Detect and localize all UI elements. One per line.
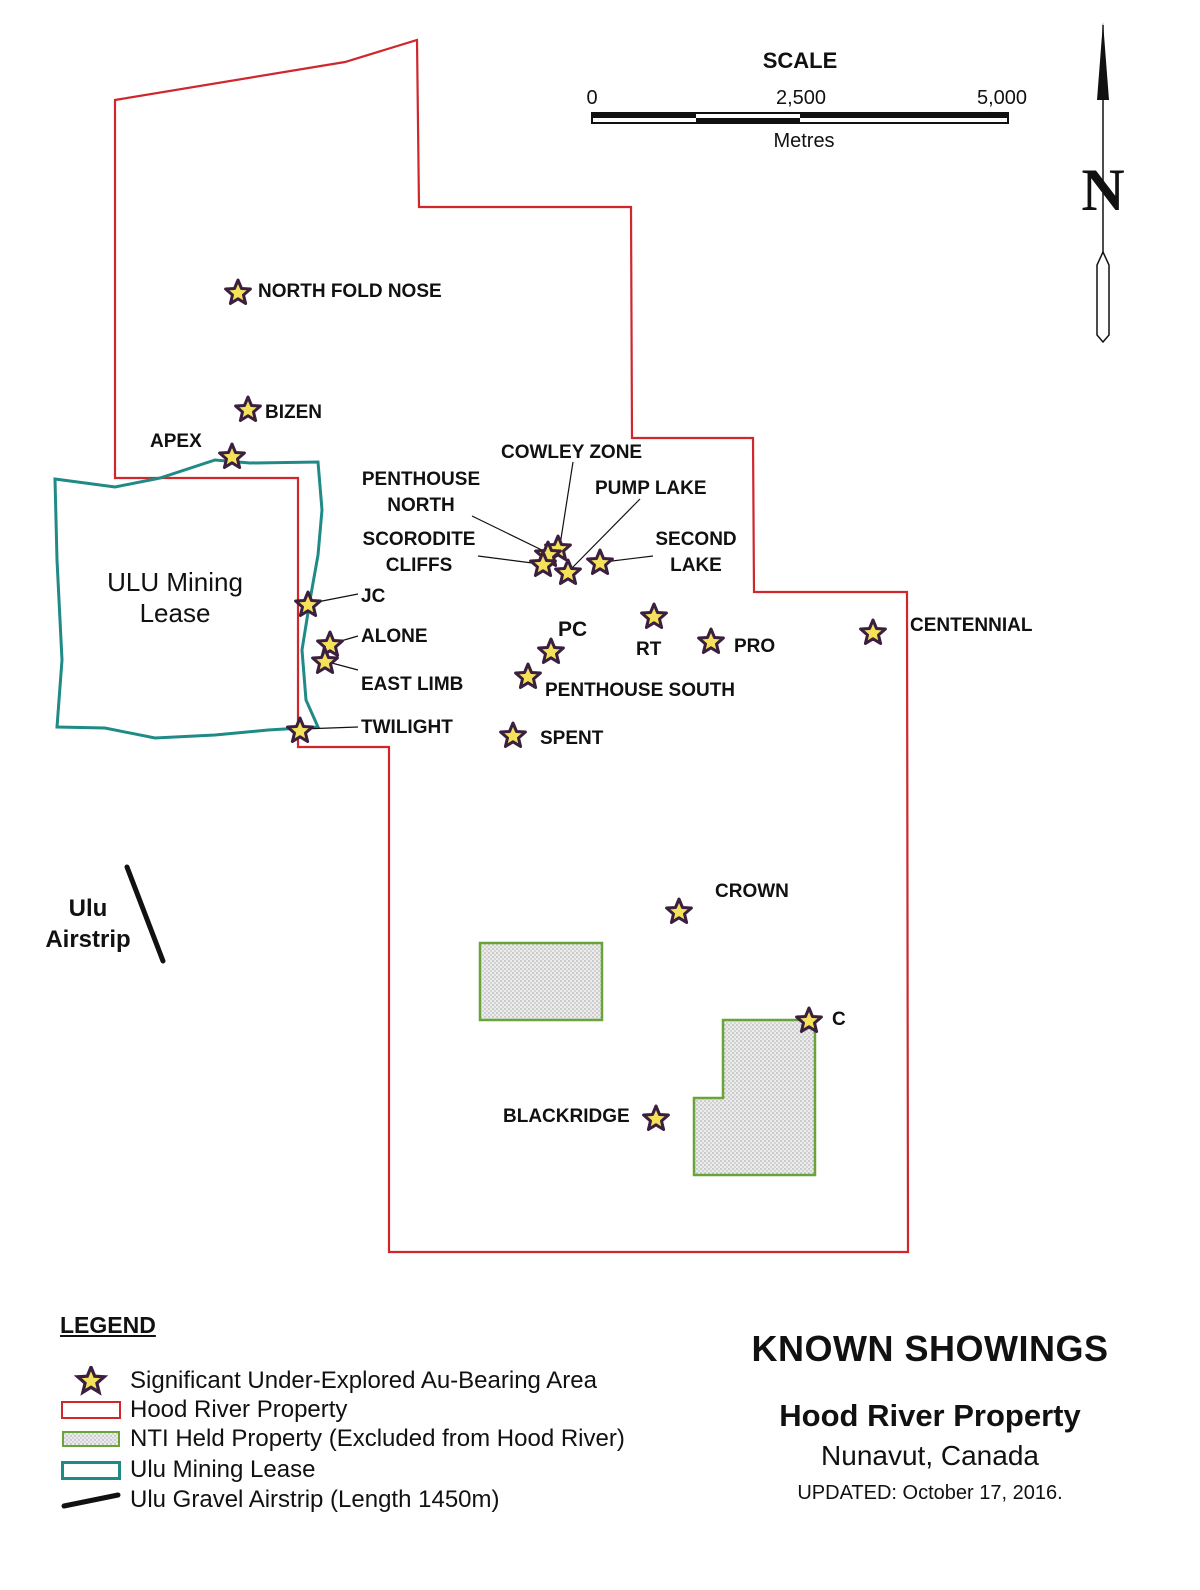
green-stippled-box-icon <box>60 1428 122 1450</box>
legend-label-ulu-lease: Ulu Mining Lease <box>130 1456 316 1483</box>
label-jc: JC <box>361 586 386 607</box>
label-bizen: BIZEN <box>265 402 322 423</box>
teal-outline-box-icon <box>60 1459 122 1481</box>
scale-title: SCALE <box>763 48 838 73</box>
map-title: KNOWN SHOWINGS <box>751 1328 1109 1369</box>
legend-item-airstrip: Ulu Gravel Airstrip (Length 1450m) <box>60 1485 500 1515</box>
airstrip-label-line2: Airstrip <box>45 926 130 953</box>
star-icon-scorodite-cliffs <box>529 550 557 577</box>
scale-tick-5000: 5,000 <box>977 87 1027 109</box>
ulu-mining-lease-boundary <box>53 458 324 740</box>
label-apex: APEX <box>150 431 202 452</box>
star-icon-rt <box>640 602 668 629</box>
label-pump-lake: PUMP LAKE <box>595 478 707 499</box>
title-block: KNOWN SHOWINGS Hood River Property Nunav… <box>720 1328 1140 1505</box>
red-outline-box-icon <box>60 1399 122 1421</box>
lease-label-line2: Lease <box>140 598 211 628</box>
legend-label-hood-river: Hood River Property <box>130 1396 348 1423</box>
star-icon-pump-lake <box>554 558 582 585</box>
label-rt: RT <box>636 639 662 660</box>
legend-label-airstrip: Ulu Gravel Airstrip (Length 1450m) <box>130 1486 500 1513</box>
hood-river-boundary <box>113 38 910 1254</box>
label-cowley-zone: COWLEY ZONE <box>501 442 642 463</box>
legend-item-showing: Significant Under-Explored Au-Bearing Ar… <box>60 1366 597 1396</box>
legend-label-showing: Significant Under-Explored Au-Bearing Ar… <box>130 1367 597 1394</box>
star-icon-bizen <box>234 395 262 422</box>
star-icon-second-lake <box>586 548 614 575</box>
star-icon-jc <box>294 590 322 617</box>
legend-item-ulu-lease: Ulu Mining Lease <box>60 1455 315 1485</box>
star-icon-twilight <box>286 716 314 743</box>
scale-bar: SCALE 0 2,500 5,000 Metres <box>586 48 1027 152</box>
nti-parcel-west <box>478 941 604 1022</box>
legend-title: LEGEND <box>60 1312 156 1338</box>
label-second-lake-1: SECOND <box>655 529 736 550</box>
showing-stars <box>218 278 887 1131</box>
star-icon-centennial <box>859 618 887 645</box>
star-icon-alone <box>316 630 344 657</box>
legend-item-hood-river: Hood River Property <box>60 1395 347 1425</box>
black-line-icon <box>60 1489 122 1511</box>
scale-tick-0: 0 <box>586 87 597 109</box>
showing-labels: NORTH FOLD NOSE BIZEN APEX COWLEY ZONE P… <box>150 281 1033 1127</box>
map-location: Nunavut, Canada <box>821 1440 1039 1471</box>
scale-unit: Metres <box>773 130 834 152</box>
label-penthouse-south: PENTHOUSE SOUTH <box>545 680 735 701</box>
map-canvas: ULU Mining Lease Ulu Airstrip SCALE 0 2,… <box>45 22 1125 1254</box>
label-spent: SPENT <box>540 728 604 749</box>
label-twilight: TWILIGHT <box>361 717 453 738</box>
scale-tick-2500: 2,500 <box>776 87 826 109</box>
label-penthouse-north-2: NORTH <box>387 495 455 516</box>
label-blackridge: BLACKRIDGE <box>503 1106 630 1127</box>
label-pro: PRO <box>734 636 775 657</box>
label-pc: PC <box>558 618 587 641</box>
airstrip-label-line1: Ulu <box>69 895 108 922</box>
label-centennial: CENTENNIAL <box>910 615 1033 636</box>
star-icon-pc <box>537 637 565 664</box>
north-letter: N <box>1081 157 1124 223</box>
star-icon-apex <box>218 442 246 469</box>
star-icon-spent <box>499 721 527 748</box>
nti-parcel-east <box>692 1018 817 1177</box>
map-updated: UPDATED: October 17, 2016. <box>797 1482 1063 1504</box>
star-icon <box>60 1366 122 1396</box>
map-subtitle: Hood River Property <box>779 1398 1081 1433</box>
label-second-lake-2: LAKE <box>670 555 722 576</box>
north-arrow: N <box>1081 22 1125 344</box>
label-scorodite-cliffs-2: CLIFFS <box>386 555 453 576</box>
star-icon-crown <box>665 897 693 924</box>
label-c: C <box>832 1009 846 1030</box>
label-north-fold-nose: NORTH FOLD NOSE <box>258 281 442 302</box>
lease-label-line1: ULU Mining <box>107 567 243 597</box>
legend-label-nti: NTI Held Property (Excluded from Hood Ri… <box>130 1425 625 1452</box>
star-icon-pro <box>697 627 725 654</box>
label-east-limb: EAST LIMB <box>361 674 463 695</box>
label-penthouse-north-1: PENTHOUSE <box>362 469 480 490</box>
label-crown: CROWN <box>715 881 789 902</box>
ulu-airstrip-line <box>124 864 166 964</box>
star-icon-east-limb <box>311 647 339 674</box>
star-icon-penthouse-south <box>514 662 542 689</box>
legend-item-nti: NTI Held Property (Excluded from Hood Ri… <box>60 1424 625 1454</box>
star-icon-blackridge <box>642 1104 670 1131</box>
star-icon-north-fold-nose <box>224 278 252 305</box>
star-icon-c <box>795 1006 823 1033</box>
label-alone: ALONE <box>361 626 428 647</box>
label-scorodite-cliffs-1: SCORODITE <box>363 529 476 550</box>
